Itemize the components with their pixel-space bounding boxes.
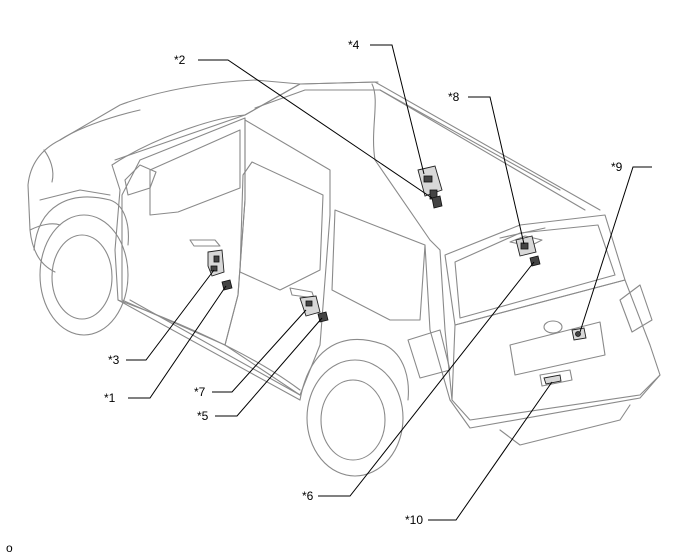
- part-tailgate-switch: [571, 327, 587, 341]
- callout-5: *5: [197, 409, 209, 423]
- callout-7: *7: [194, 385, 206, 399]
- part-front-door-lock: [207, 249, 225, 277]
- part-tailgate-opener: [543, 374, 562, 385]
- part-front-door-lock-motor: [221, 279, 233, 291]
- corner-mark: o: [6, 541, 13, 555]
- callout-10: *10: [405, 513, 423, 527]
- callout-labels: *2 *4 *8 *9 *3 *1 *7 *5 *6 *10 o: [6, 38, 623, 555]
- part-back-door-lock-motor: [431, 195, 443, 209]
- callout-1: *1: [104, 391, 116, 405]
- callout-9: *9: [611, 160, 623, 174]
- part-back-door-lock: [417, 165, 443, 200]
- callout-3: *3: [108, 353, 120, 367]
- leader-lines: [126, 44, 652, 521]
- callout-2: *2: [174, 53, 186, 67]
- callout-6: *6: [302, 489, 314, 503]
- callout-4: *4: [348, 38, 360, 52]
- callout-8: *8: [448, 90, 460, 104]
- vehicle-outline: [27, 79, 661, 477]
- part-glass-hatch-lock: [515, 235, 537, 257]
